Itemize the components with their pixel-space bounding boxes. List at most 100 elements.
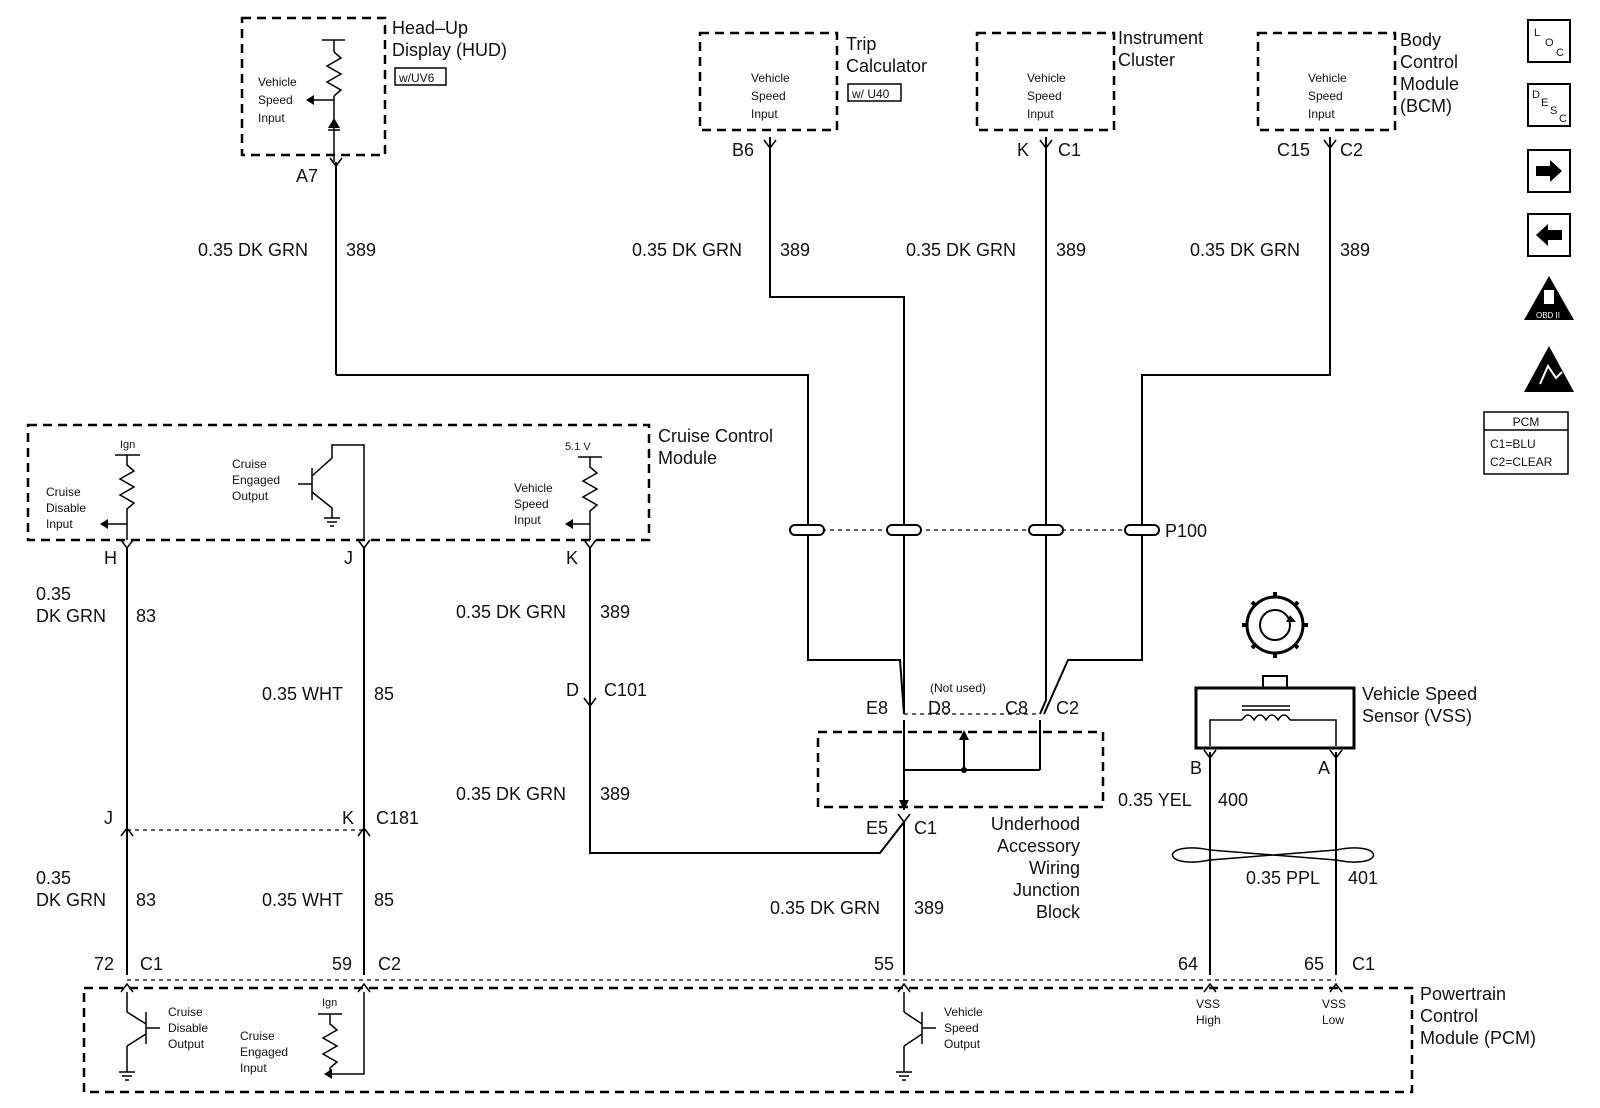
pcm-ign: Ign bbox=[322, 997, 337, 1009]
pcm-speed-2: Speed bbox=[944, 1021, 979, 1035]
vss-title-1: Vehicle Speed bbox=[1362, 684, 1477, 704]
bcm-title-1: Body bbox=[1400, 30, 1441, 50]
vss-sensor: Vehicle Speed Sensor (VSS) B A 0.35 YEL … bbox=[1118, 592, 1477, 975]
pcm-vss-high-1: VSS bbox=[1196, 997, 1220, 1011]
ccm-engaged-1: Cruise bbox=[232, 457, 267, 471]
pcm-module: 72 C1 59 C2 55 64 65 C1 Powertrain Contr… bbox=[82, 954, 1536, 1094]
hud-input-3: Input bbox=[258, 111, 285, 125]
bcm-title-4: (BCM) bbox=[1400, 96, 1452, 116]
cluster-wire-color: 0.35 DK GRN bbox=[906, 240, 1016, 260]
cluster-title-1: Instrument bbox=[1118, 28, 1203, 48]
junction-title-4: Junction bbox=[1013, 880, 1080, 900]
prev-arrow-icon[interactable] bbox=[1527, 213, 1571, 257]
ccm-disable-1: Cruise bbox=[46, 485, 81, 499]
cluster-module: Instrument Cluster Vehicle Speed Input K… bbox=[975, 28, 1203, 160]
trip-title-2: Calculator bbox=[846, 56, 927, 76]
ccm-title-2: Module bbox=[658, 448, 717, 468]
hud-module: Head–Up Display (HUD) w/UV6 Vehicle Spee… bbox=[240, 16, 507, 186]
bcm-title-2: Control bbox=[1400, 52, 1458, 72]
svg-text:E: E bbox=[1541, 97, 1548, 109]
pcm-disable-2: Disable bbox=[168, 1021, 208, 1035]
trip-input-1: Vehicle bbox=[751, 71, 790, 85]
cruise-control-module: Cruise Control Module Ign Cruise Disable… bbox=[26, 423, 773, 568]
p100-connector: P100 bbox=[789, 521, 1207, 541]
bcm-pin: C15 bbox=[1277, 140, 1310, 160]
svg-text:D: D bbox=[1532, 89, 1540, 101]
hud-wire-num: 389 bbox=[346, 240, 376, 260]
svg-text:O: O bbox=[1545, 37, 1554, 49]
trip-input-2: Speed bbox=[751, 89, 786, 103]
vss-wire-ppl: 0.35 PPL bbox=[1246, 868, 1320, 888]
cluster-input-1: Vehicle bbox=[1027, 71, 1066, 85]
hud-input-2: Speed bbox=[258, 93, 293, 107]
pcm-vss-high-2: High bbox=[1196, 1013, 1221, 1027]
pcm-wire-num: 389 bbox=[914, 898, 944, 918]
hud-title-1: Head–Up bbox=[392, 18, 468, 38]
svg-text:S: S bbox=[1550, 105, 1557, 117]
svg-text:C: C bbox=[1559, 113, 1567, 125]
trip-wire-color: 0.35 DK GRN bbox=[632, 240, 742, 260]
pcm-disable-3: Output bbox=[168, 1037, 205, 1051]
pcm-title-3: Module (PCM) bbox=[1420, 1028, 1536, 1048]
obd-ii-icon[interactable]: OBD II bbox=[1524, 276, 1574, 320]
ccm-speed-1: Vehicle bbox=[514, 481, 553, 495]
pcm-title-2: Control bbox=[1420, 1006, 1478, 1026]
wire85-a-num: 85 bbox=[374, 684, 394, 704]
pcm-pin-65: 65 bbox=[1304, 954, 1324, 974]
bcm-input-3: Input bbox=[1308, 107, 1335, 121]
c181-pin-k: K bbox=[342, 808, 354, 828]
junction-not-used: (Not used) bbox=[930, 681, 986, 695]
pcm-engaged-3: Input bbox=[240, 1061, 267, 1075]
junction-title-3: Wiring bbox=[1029, 858, 1080, 878]
junction-pin-e8: E8 bbox=[866, 698, 888, 718]
trip-wire-num: 389 bbox=[780, 240, 810, 260]
ccm-ign: Ign bbox=[120, 439, 135, 451]
junction-pin-e5: E5 bbox=[866, 818, 888, 838]
ccm-speed-2: Speed bbox=[514, 497, 549, 511]
bcm-conn: C2 bbox=[1340, 140, 1363, 160]
trip-pin: B6 bbox=[732, 140, 754, 160]
loc-button[interactable]: L O C bbox=[1527, 19, 1571, 63]
pcm-engaged-2: Engaged bbox=[240, 1045, 288, 1059]
bcm-input-2: Speed bbox=[1308, 89, 1343, 103]
ccm-disable-3: Input bbox=[46, 517, 73, 531]
c101-pin: D bbox=[566, 680, 579, 700]
ccm-pin-h: H bbox=[104, 548, 117, 568]
cluster-input-2: Speed bbox=[1027, 89, 1062, 103]
next-arrow-icon[interactable] bbox=[1527, 149, 1571, 193]
vss-title-2: Sensor (VSS) bbox=[1362, 706, 1472, 726]
cluster-pin: K bbox=[1017, 140, 1029, 160]
esd-warning-icon[interactable] bbox=[1524, 346, 1574, 392]
pcm-speed-wire: 0.35 DK GRN 389 bbox=[770, 813, 944, 975]
hud-title-2: Display (HUD) bbox=[392, 40, 507, 60]
ccm-speed-3: Input bbox=[514, 513, 541, 527]
trip-option: w/ U40 bbox=[851, 87, 890, 101]
junction-pin-c2: C2 bbox=[1056, 698, 1079, 718]
p100-label: P100 bbox=[1165, 521, 1207, 541]
pcm-disable-1: Cruise bbox=[168, 1005, 203, 1019]
pcm-pin-64: 64 bbox=[1178, 954, 1198, 974]
pcm-vss-low-1: VSS bbox=[1322, 997, 1346, 1011]
pcm-title-1: Powertrain bbox=[1420, 984, 1506, 1004]
ccm-pin-k: K bbox=[566, 548, 578, 568]
junction-title-5: Block bbox=[1036, 902, 1081, 922]
pcm-conn-c1-a: C1 bbox=[140, 954, 163, 974]
wire83-a-1: 0.35 bbox=[36, 584, 71, 604]
junction-title-1: Underhood bbox=[991, 814, 1080, 834]
junction-wires bbox=[807, 535, 1143, 715]
vss-wire-ppl-num: 401 bbox=[1348, 868, 1378, 888]
ccm-disable-2: Disable bbox=[46, 501, 86, 515]
trip-module: Trip Calculator w/ U40 Vehicle Speed Inp… bbox=[698, 31, 927, 160]
hud-option: w/UV6 bbox=[398, 71, 435, 85]
desc-button[interactable]: D E S C bbox=[1527, 83, 1571, 127]
junction-pin-d8: D8 bbox=[928, 698, 951, 718]
junction-pin-c1: C1 bbox=[914, 818, 937, 838]
ccm-wire-num-1: 389 bbox=[600, 602, 630, 622]
legend-c1: C1=BLU bbox=[1490, 437, 1536, 451]
legend-c2: C2=CLEAR bbox=[1490, 455, 1553, 469]
junction-title-2: Accessory bbox=[997, 836, 1080, 856]
bcm-wire-num: 389 bbox=[1340, 240, 1370, 260]
bcm-input-1: Vehicle bbox=[1308, 71, 1347, 85]
ccm-wire-num-2: 389 bbox=[600, 784, 630, 804]
